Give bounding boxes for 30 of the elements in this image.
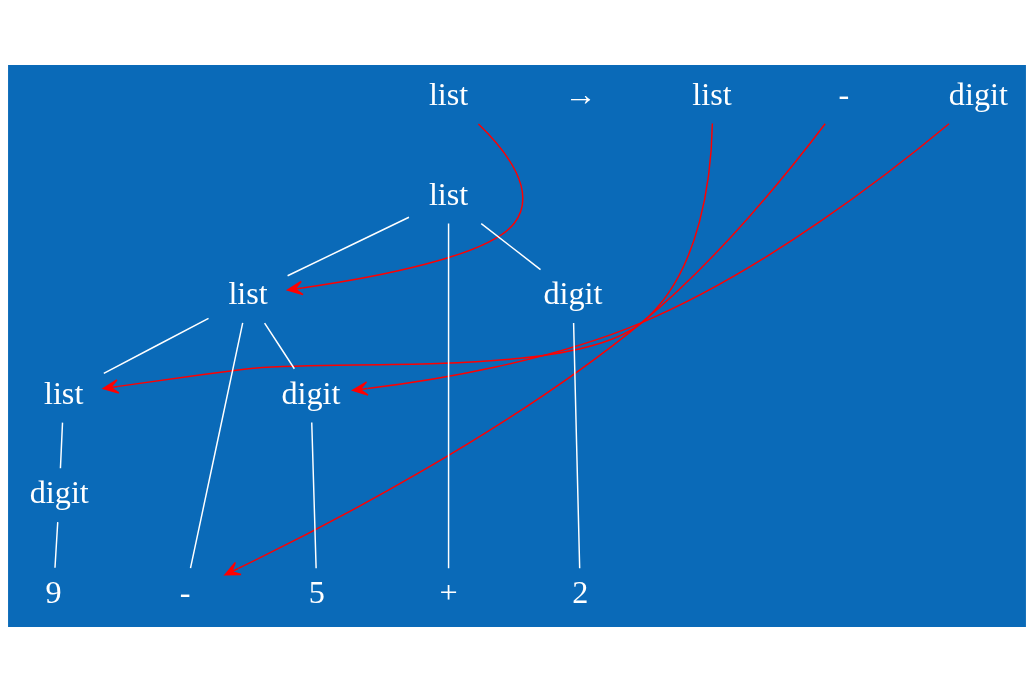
connector (54, 520, 59, 569)
node-text: 5 (308, 573, 325, 610)
node-text: digit (281, 374, 341, 411)
label: → (564, 75, 597, 112)
node-text: + (439, 573, 458, 610)
node-text: digit (543, 274, 603, 311)
node-text: digit (29, 473, 89, 510)
connector (480, 222, 542, 270)
connector (447, 222, 450, 569)
node-text: list (428, 75, 469, 112)
node-text: digit (948, 75, 1008, 112)
connector (263, 321, 296, 369)
node-text: 2 (572, 573, 589, 610)
node-text: list (428, 175, 469, 212)
connector (311, 421, 317, 569)
node-text: - (179, 573, 191, 610)
node-text: list (228, 274, 268, 311)
connector (286, 216, 410, 276)
arrow (224, 122, 826, 576)
connector (572, 321, 581, 569)
node-text: list (43, 374, 84, 411)
connector (189, 321, 244, 569)
connector (59, 421, 64, 469)
node-text: 9 (45, 573, 62, 610)
connector (103, 317, 210, 374)
node-text: list (692, 75, 732, 112)
node-text: - (838, 75, 850, 112)
arrow (352, 122, 950, 396)
arrow (102, 122, 714, 394)
arrow (286, 122, 524, 295)
